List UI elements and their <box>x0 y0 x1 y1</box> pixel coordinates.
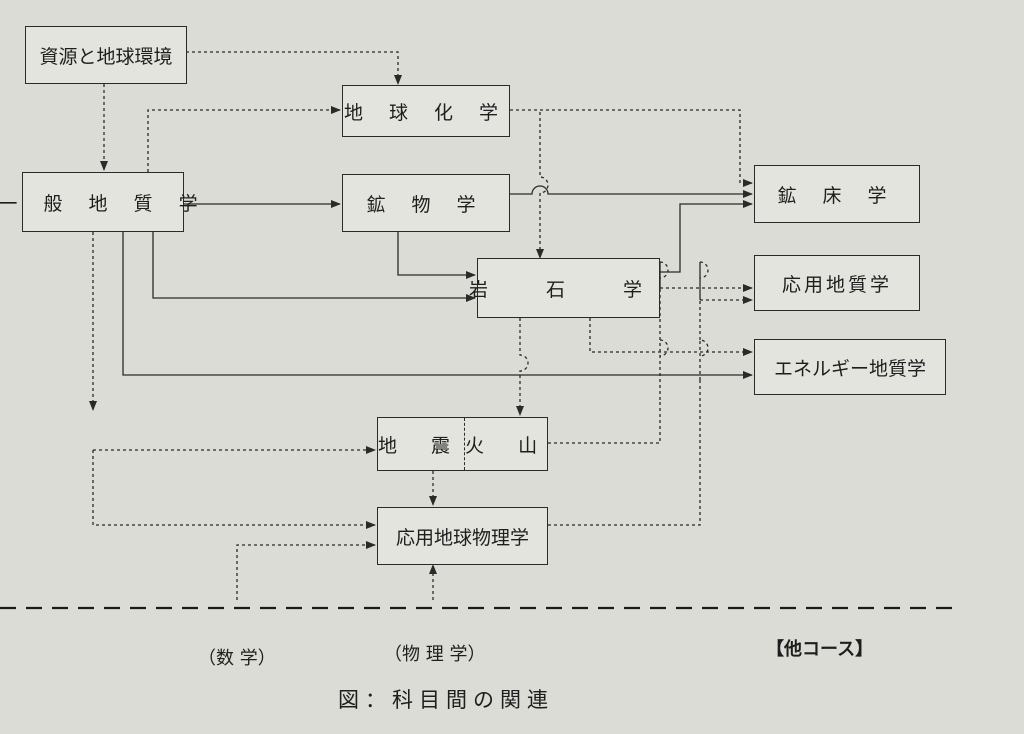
node-resources: 資源と地球環境 <box>25 26 187 84</box>
label-other-courses: 【他コース】 <box>766 639 874 660</box>
link-geochem-to-ore <box>510 109 753 187</box>
node-applied-geology: 応用地質学 <box>754 255 920 311</box>
node-geochemistry: 地 球 化 学 <box>342 85 510 137</box>
node-ore-deposits: 鉱 床 学 <box>754 165 920 223</box>
node-general-geology: 一 般 地 質 学 <box>0 172 198 232</box>
label-physics: （物 理 学） <box>384 644 486 665</box>
link-petrology-to-ore <box>660 200 753 273</box>
node-seismology: 地 震 <box>378 434 465 457</box>
figure-caption: 図：科目間の関連 <box>338 688 554 712</box>
link-general-to-geophys <box>92 450 376 529</box>
node-applied-geophysics: 応用地球物理学 <box>377 507 548 565</box>
link-mineralogy-to-petrology <box>397 232 476 279</box>
link-geochem-to-petrology <box>536 112 549 259</box>
link-resources-to-geochem <box>186 51 402 85</box>
link-geophys-to-other <box>548 380 701 526</box>
node-mineralogy: 鉱 物 学 <box>342 174 510 232</box>
node-petrology: 岩 石 学 <box>469 258 660 318</box>
link-petrology-to-energy <box>589 318 753 356</box>
link-general-to-petrology <box>152 232 476 302</box>
link-math-to-geophys <box>236 541 376 600</box>
node-volcanology: 火 山 <box>464 418 551 470</box>
node-seismo-volcano: 地 震 火 山 <box>377 417 548 471</box>
link-petrology-to-seismo <box>516 318 529 416</box>
label-math: （数 学） <box>198 648 276 669</box>
node-energy-geology: エネルギー地質学 <box>754 339 946 395</box>
link-mineralogy-to-ore <box>510 185 753 198</box>
link-general-to-geochem <box>147 106 341 172</box>
link-volcano-to-other <box>548 400 661 444</box>
link-general-to-energy <box>122 232 753 379</box>
link-other-up-a <box>659 261 709 400</box>
